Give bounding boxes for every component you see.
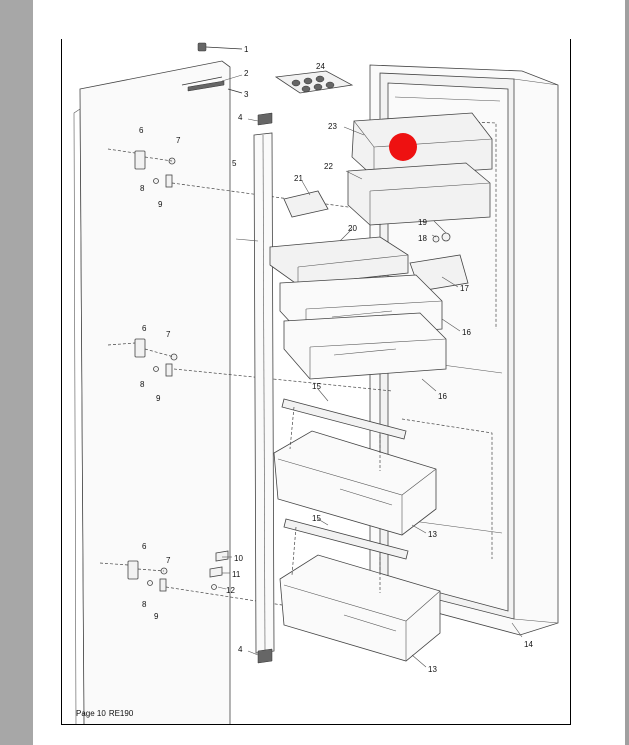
door-basket-upper: [273, 398, 437, 536]
callout-9c: 9: [154, 612, 159, 621]
callout-4b: 4: [238, 645, 243, 654]
callout-13b: 13: [428, 665, 437, 674]
page-label: Page 10: [76, 709, 106, 718]
gasket-strip: [253, 112, 275, 664]
callout-16b: 16: [438, 392, 447, 401]
callout-11: 11: [232, 570, 241, 579]
callout-7c: 7: [166, 556, 171, 565]
callout-18: 18: [418, 234, 427, 243]
viewer-scrollbar[interactable]: [625, 0, 629, 745]
callout-21: 21: [294, 174, 303, 183]
callout-7b: 7: [166, 330, 171, 339]
egg-tray: [274, 70, 354, 94]
model-code: RE190: [108, 709, 134, 718]
callout-20: 20: [348, 224, 357, 233]
exploded-parts-diagram: 1 2 3 4 5 6 7 8 9 6 7 8 9 6 7 8 9 10 11 …: [73, 42, 559, 724]
red-marker-dot: [389, 133, 417, 161]
callout-17: 17: [460, 284, 469, 293]
callout-16a: 16: [462, 328, 471, 337]
shelf-16-lower: [283, 312, 447, 380]
callout-19: 19: [418, 218, 427, 227]
door-panel: [73, 60, 231, 724]
callout-23: 23: [328, 122, 337, 131]
shelf-tray-20: [269, 236, 409, 286]
dairy-box: [347, 112, 493, 226]
hinge-group-middle: [107, 338, 393, 392]
callout-9b: 9: [156, 394, 161, 403]
shelf-clips: [283, 190, 469, 292]
callout-7: 7: [176, 136, 181, 145]
callout-3: 3: [244, 90, 249, 99]
callout-2: 2: [244, 69, 249, 78]
document-page: 1 2 3 4 5 6 7 8 9 6 7 8 9 6 7 8 9 10 11 …: [61, 39, 571, 725]
viewer-sidebar: [0, 0, 33, 745]
screw-part-1: [197, 42, 243, 52]
callout-24: 24: [316, 62, 325, 71]
callout-6b: 6: [142, 324, 147, 333]
callout-6c: 6: [142, 542, 147, 551]
callout-5: 5: [232, 159, 237, 168]
leader-lines: [217, 74, 523, 668]
callout-22: 22: [324, 162, 333, 171]
callout-1: 1: [244, 45, 249, 54]
callout-12: 12: [226, 586, 235, 595]
part-callouts: 1 2 3 4 5 6 7 8 9 6 7 8 9 6 7 8 9 10 11 …: [139, 45, 533, 674]
callout-8: 8: [140, 184, 145, 193]
door-basket-lower: [279, 518, 441, 662]
callout-8c: 8: [142, 600, 147, 609]
callout-13a: 13: [428, 530, 437, 539]
callout-4: 4: [238, 113, 243, 122]
callout-6: 6: [139, 126, 144, 135]
callout-10: 10: [234, 554, 243, 563]
callout-15a: 15: [312, 382, 321, 391]
callout-14: 14: [524, 640, 533, 649]
callout-15b: 15: [312, 514, 321, 523]
callout-8b: 8: [140, 380, 145, 389]
callout-9: 9: [158, 200, 163, 209]
